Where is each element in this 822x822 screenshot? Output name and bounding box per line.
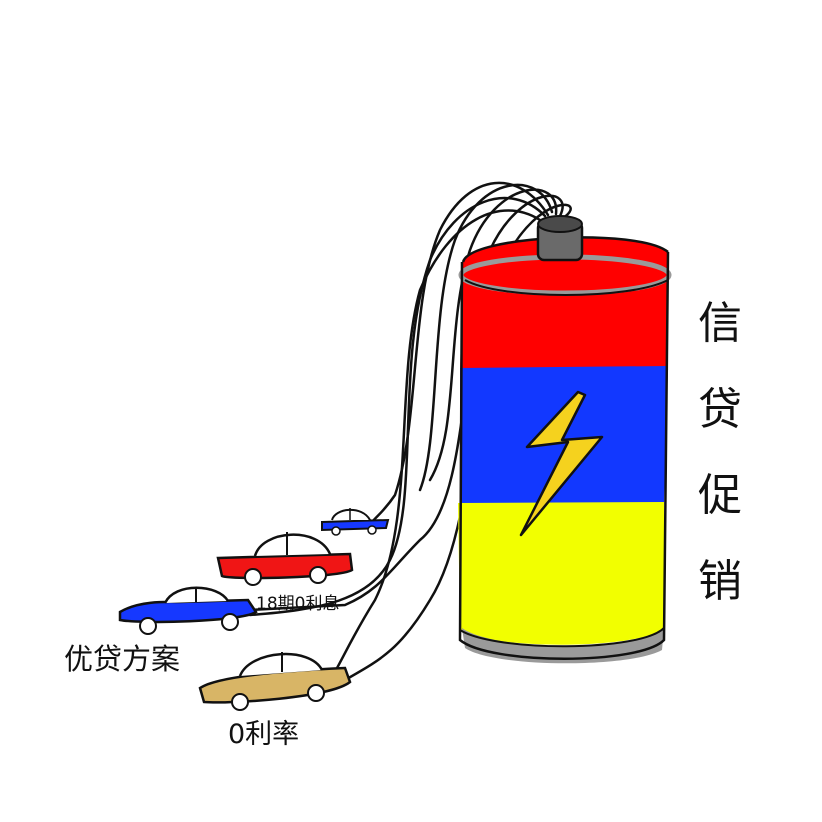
- title-char: 贷: [698, 384, 742, 435]
- red-car-label: 18期0利息: [256, 594, 340, 614]
- title-char: 促: [698, 470, 742, 521]
- car-icon-small-blue: [321, 508, 390, 536]
- car-icon-blue: [118, 586, 258, 635]
- car-icon-gold: [198, 652, 352, 711]
- gold-car-label: 0利率: [228, 719, 300, 750]
- blue-car-label: 优贷方案: [64, 642, 181, 676]
- title-char: 信: [698, 298, 742, 349]
- lightning-bolt-icon: [519, 390, 604, 537]
- title-char: 销: [698, 556, 742, 607]
- battery-icon: [458, 215, 672, 664]
- car-icon-red: [216, 532, 354, 586]
- vertical-title: 信 贷 促 销: [698, 302, 746, 646]
- battery-terminal: [536, 215, 584, 262]
